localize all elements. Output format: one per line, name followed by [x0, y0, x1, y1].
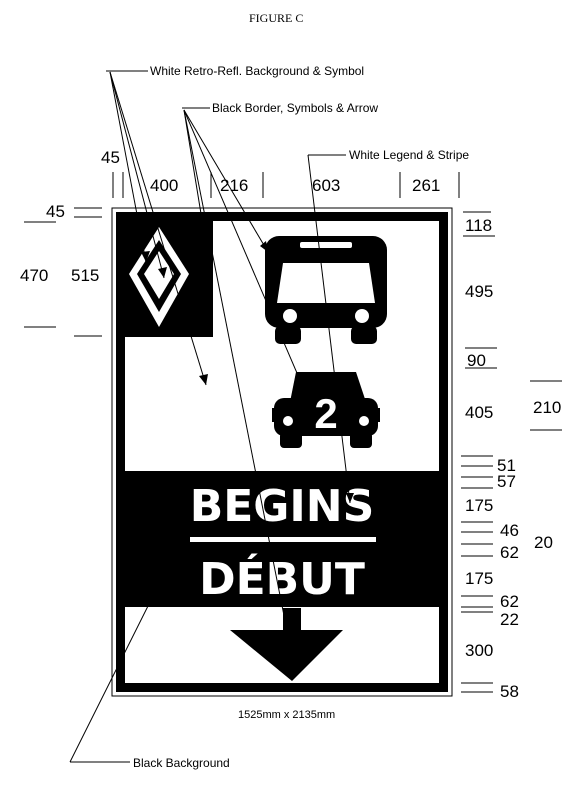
- dim-left-border: 45: [46, 202, 65, 221]
- legend-debut: DÉBUT: [199, 552, 365, 605]
- sign: 2 BEGINS DÉBUT: [111, 207, 453, 697]
- size-caption: 1525mm x 2135mm: [238, 709, 335, 721]
- dim-right-far-bottom: 20: [534, 533, 553, 552]
- down-arrow-icon: [230, 630, 343, 681]
- legend-stripe: [190, 537, 376, 542]
- bus-icon: [265, 236, 387, 344]
- dim-left-outer: 470: [20, 266, 48, 285]
- dim-right-4: 51: [497, 456, 516, 475]
- dim-right-8: 62: [500, 543, 519, 562]
- dim-top-border: 45: [101, 148, 120, 167]
- right-dimension-ticks: [461, 211, 562, 693]
- dim-right-12: 300: [465, 641, 493, 660]
- callout-leaders: [69, 70, 351, 763]
- dim-right-10: 62: [500, 592, 519, 611]
- dim-right-6: 175: [465, 496, 493, 515]
- callout-white-legend: White Legend & Stripe: [349, 148, 469, 162]
- dim-right-3: 405: [465, 403, 493, 422]
- dim-right-1: 495: [465, 282, 493, 301]
- left-dimension-ticks: [24, 207, 102, 337]
- dim-right-2: 90: [467, 351, 486, 370]
- dim-top-3: 261: [412, 176, 440, 195]
- dim-top-1: 216: [220, 176, 248, 195]
- dim-right-11: 22: [500, 610, 519, 629]
- dim-right-far-top: 210: [533, 398, 561, 417]
- dim-right-5: 57: [497, 472, 516, 491]
- callout-arrowheads: [141, 222, 354, 646]
- dim-right-13: 58: [500, 682, 519, 701]
- dim-left-inner: 515: [71, 266, 99, 285]
- dim-right-0: 118: [465, 216, 492, 235]
- car-icon: [272, 372, 380, 448]
- occupancy-number: 2: [314, 390, 337, 437]
- dim-top-0: 400: [150, 176, 178, 195]
- figure-title: FIGURE C: [249, 11, 303, 25]
- callout-white-background: White Retro-Refl. Background & Symbol: [150, 64, 364, 78]
- callout-black-border: Black Border, Symbols & Arrow: [212, 101, 378, 115]
- dim-right-7: 46: [500, 521, 519, 540]
- dim-right-9: 175: [465, 569, 493, 588]
- callout-black-background: Black Background: [133, 756, 230, 770]
- legend-begins: BEGINS: [190, 481, 375, 532]
- dim-top-2: 603: [312, 176, 340, 195]
- top-dimension-ticks: [112, 172, 460, 198]
